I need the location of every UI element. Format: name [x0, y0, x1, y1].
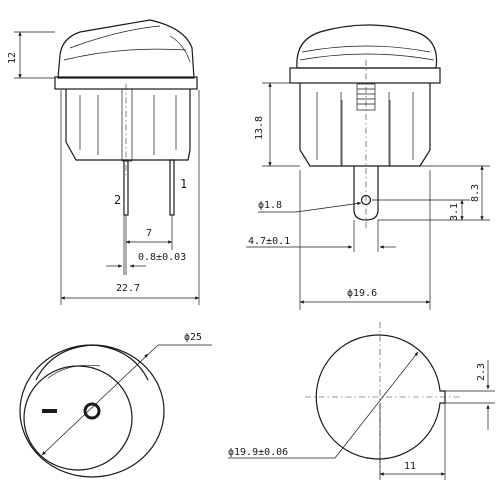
- key-depth-label: 11: [404, 461, 416, 472]
- pin-label-right: 1: [180, 177, 187, 191]
- hole-offset-label: 3.1: [449, 203, 460, 221]
- height-label: 12: [7, 52, 18, 64]
- cutout-outline: [315, 334, 446, 460]
- top-view: I O ϕ25: [19, 332, 212, 478]
- front-body: [299, 83, 431, 167]
- off-mark: [42, 409, 57, 413]
- body-dia-label: ϕ19.6: [347, 288, 377, 299]
- body-height-label: 13.8: [254, 116, 265, 140]
- front-view: 13.8 ϕ1.8 4.7±0.1 ϕ19.6 8.3 3.1: [246, 24, 490, 310]
- pin-width-label: 0.8±0.03: [138, 252, 186, 263]
- body-width-label: 22.7: [116, 283, 140, 294]
- pin-spacing-label: 7: [146, 228, 152, 239]
- pin-label-left: 2: [114, 193, 121, 207]
- hole-dia-label: ϕ1.8: [258, 200, 282, 211]
- key-width-label: 2.3: [476, 363, 487, 381]
- front-cap: [296, 24, 438, 69]
- side-view: 2 1 12 7 0.8±0.03 22.7: [7, 19, 200, 305]
- terminal-hole: [360, 194, 372, 206]
- front-terminal: [353, 166, 379, 221]
- terminal-len-label: 8.3: [470, 184, 481, 202]
- terminal-width-label: 4.7±0.1: [248, 236, 290, 247]
- pin-right: [169, 159, 175, 216]
- on-mark: [83, 402, 101, 420]
- side-body: [65, 89, 191, 161]
- panel-cutout: ϕ19.9±0.06 2.3 11: [228, 322, 495, 480]
- bezel-dia-label: ϕ25: [184, 332, 202, 343]
- rocker-cap: [57, 19, 195, 79]
- cutout-dia-label: ϕ19.9±0.06: [228, 447, 288, 458]
- rocker-face: [23, 365, 133, 471]
- front-flange: [289, 67, 441, 84]
